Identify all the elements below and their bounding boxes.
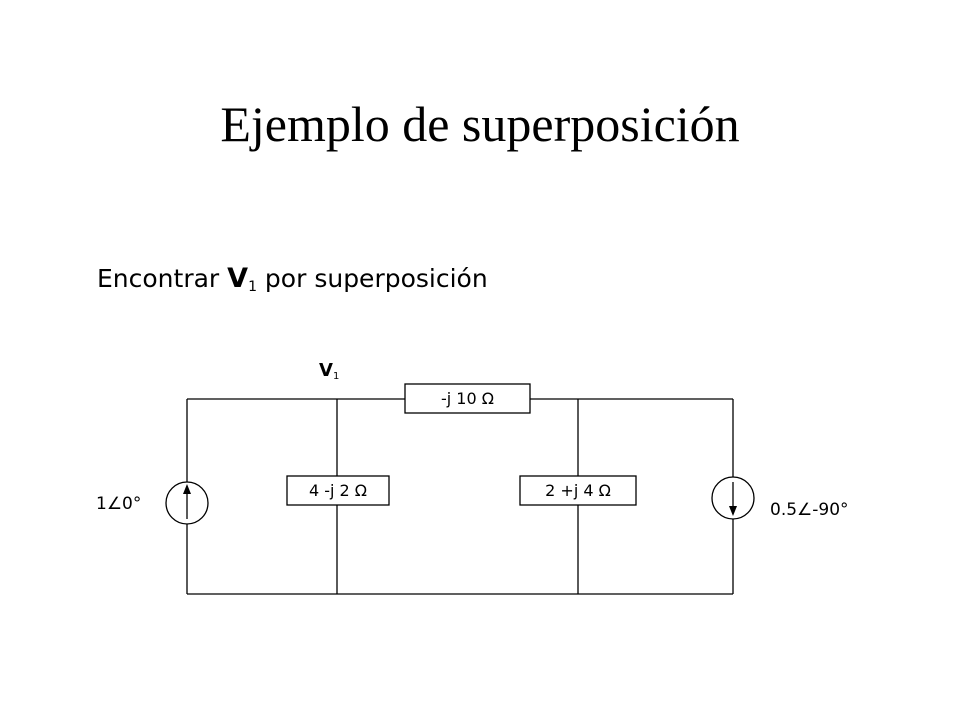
statement-subscript: 1 — [248, 279, 257, 295]
impedance-label-right: 2 +j 4 Ω — [545, 481, 611, 500]
problem-statement: Encontrar V1 por superposición — [97, 263, 488, 295]
statement-prefix: Encontrar — [97, 264, 228, 293]
slide-title: Ejemplo de superposición — [220, 96, 740, 152]
source-label-left: 1∠0° — [96, 494, 142, 514]
impedance-label-series: -j 10 Ω — [441, 389, 494, 408]
source-label-right: 0.5∠-90° — [770, 500, 849, 520]
impedance-box-series — [404, 383, 531, 414]
impedance-box-right — [519, 475, 637, 506]
arrow-up-icon — [183, 484, 191, 494]
impedance-label-left: 4 -j 2 Ω — [308, 481, 368, 500]
statement-suffix: por superposición — [256, 264, 488, 293]
current-source-left — [165, 481, 209, 525]
impedance-box-left — [286, 475, 390, 506]
arrow-down-icon — [729, 506, 737, 516]
node-label-v1: V1 — [319, 360, 340, 382]
statement-variable: V — [227, 263, 249, 294]
current-source-right — [711, 476, 755, 520]
